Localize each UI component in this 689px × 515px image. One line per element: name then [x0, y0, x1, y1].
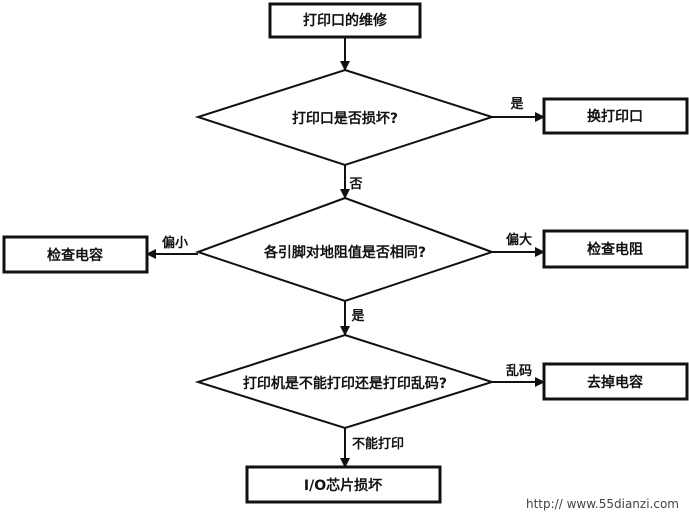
label-decision2-high: 偏大 [506, 232, 532, 248]
watermark: http:// www.55dianzi.com [526, 497, 679, 511]
action-replace-port: 换打印口 [542, 97, 689, 135]
action-check-resistor-label: 检查电阻 [587, 241, 643, 258]
start-label: 打印口的维修 [303, 12, 388, 29]
action-check-capacitor-label: 检查电容 [47, 247, 103, 264]
label-decision3-noprint: 不能打印 [352, 436, 404, 452]
decision-pin-resistance-label: 各引脚对地阻值是否相同? [263, 244, 426, 261]
edges [146, 37, 545, 468]
decision-print-failure-type: 打印机是不能打印还是打印乱码? [194, 333, 496, 430]
action-io-chip-damaged-label: I/O芯片损坏 [304, 477, 382, 494]
action-check-resistor: 检查电阻 [542, 229, 689, 269]
action-replace-port-label: 换打印口 [587, 108, 643, 125]
label-decision2-same: 是 [350, 309, 365, 324]
label-decision1-yes: 是 [509, 97, 524, 112]
decision-port-damaged-label: 打印口是否损坏? [292, 110, 398, 127]
label-decision1-no: 否 [348, 177, 362, 192]
label-decision2-low: 偏小 [162, 235, 188, 251]
start-node: 打印口的维修 [268, 2, 422, 39]
action-remove-capacitor-label: 去掉电容 [587, 374, 643, 391]
label-decision3-garbled: 乱码 [506, 363, 532, 379]
action-io-chip-damaged: I/O芯片损坏 [245, 465, 442, 504]
watermark-url: www.55dianzi.com [566, 497, 679, 511]
watermark-prefix: http:// [525, 497, 563, 511]
decision-port-damaged: 打印口是否损坏? [194, 68, 496, 167]
action-check-capacitor: 检查电容 [2, 235, 149, 274]
decision-pin-resistance: 各引脚对地阻值是否相同? [194, 196, 496, 303]
action-remove-capacitor: 去掉电容 [542, 362, 689, 401]
decision-print-failure-type-label: 打印机是不能打印还是打印乱码? [243, 375, 447, 392]
